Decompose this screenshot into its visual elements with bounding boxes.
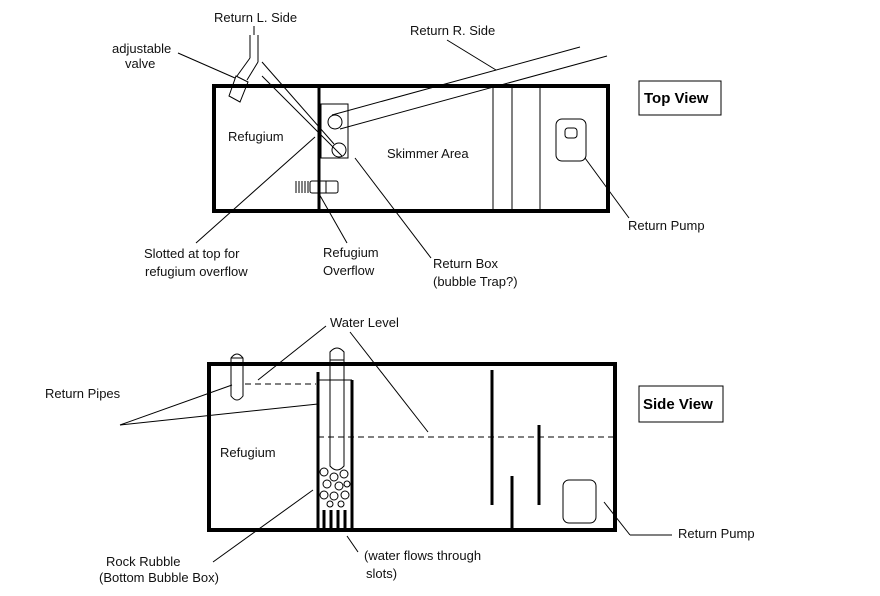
rock — [340, 490, 350, 500]
label-slotted-2: refugium overflow — [145, 264, 248, 279]
label-returnbox-1: Return Box — [433, 256, 499, 271]
top-return-pump — [555, 118, 587, 162]
rock — [329, 472, 339, 482]
label-flow-1: (water flows through — [364, 548, 481, 563]
top-view: Return L. Side Return R. Side adjustable… — [112, 10, 722, 289]
rock — [319, 490, 329, 500]
side-tank-outline — [207, 362, 617, 532]
leader-return-right — [446, 39, 497, 71]
label-valve-1: adjustable — [112, 41, 171, 56]
rock — [329, 491, 339, 501]
top-return-left-pipe-b — [261, 75, 343, 157]
side-rock-rubble — [319, 467, 351, 508]
rock — [337, 500, 345, 508]
rock — [322, 479, 332, 489]
label-returnbox-2: (bubble Trap?) — [433, 274, 518, 289]
leader-return-pipes-2 — [119, 403, 319, 426]
label-skimmer-area: Skimmer Area — [387, 146, 469, 161]
top-view-title-box — [638, 80, 722, 116]
side-view: Water Level Return Pipes Refugium Return… — [45, 315, 755, 585]
leader-flow-slots — [346, 535, 359, 553]
leader-water-level-2 — [349, 331, 429, 433]
top-branch-b — [246, 61, 259, 81]
rock — [326, 500, 334, 508]
label-top-return-pump: Return Pump — [628, 218, 705, 233]
top-tank-outline — [212, 84, 610, 213]
top-return-port-2 — [331, 142, 347, 158]
top-view-title: Top View — [644, 90, 709, 107]
top-return-right-pipe-a — [331, 46, 581, 116]
label-rock-2: (Bottom Bubble Box) — [99, 570, 219, 585]
top-branch-a — [236, 57, 251, 77]
leader-return-pump — [584, 157, 630, 219]
top-return-left-pipe-a — [261, 61, 335, 145]
label-overflow-1: Refugium — [323, 245, 379, 260]
leader-overflow — [317, 191, 348, 244]
leader-valve — [177, 52, 236, 79]
side-return-pipe-left — [230, 353, 244, 401]
label-overflow-2: Overflow — [323, 263, 375, 278]
label-top-refugium: Refugium — [228, 129, 284, 144]
leader-return-box — [354, 157, 432, 259]
label-return-right: Return R. Side — [410, 23, 495, 38]
label-water-level: Water Level — [330, 315, 399, 330]
side-return-pipe-right — [329, 347, 345, 471]
leader-water-level-1 — [257, 325, 327, 381]
leader-side-return-pump-b — [603, 501, 631, 536]
leader-slotted — [195, 136, 316, 244]
side-view-title: Side View — [643, 396, 713, 413]
label-return-left: Return L. Side — [214, 10, 297, 25]
top-return-port-1 — [327, 114, 343, 130]
leader-rock-rubble — [212, 489, 314, 563]
top-return-pump-inlet — [564, 127, 578, 139]
top-return-box — [320, 103, 349, 159]
top-return-right-pipe-b — [339, 55, 608, 130]
label-side-refugium: Refugium — [220, 445, 276, 460]
side-view-title-box — [638, 385, 724, 423]
label-rock-1: Rock Rubble — [106, 554, 180, 569]
label-side-return-pump: Return Pump — [678, 526, 755, 541]
rock — [319, 467, 329, 477]
top-overflow-pipe — [309, 180, 339, 194]
rock — [343, 480, 351, 488]
label-valve-2: valve — [125, 56, 155, 71]
rock — [334, 481, 344, 491]
side-return-pump — [562, 479, 597, 524]
label-return-pipes: Return Pipes — [45, 386, 121, 401]
top-valve-body — [228, 75, 249, 103]
leader-return-pipes-1 — [119, 384, 233, 426]
rock — [339, 469, 349, 479]
label-flow-2: slots) — [366, 566, 397, 581]
label-slotted-1: Slotted at top for — [144, 246, 240, 261]
